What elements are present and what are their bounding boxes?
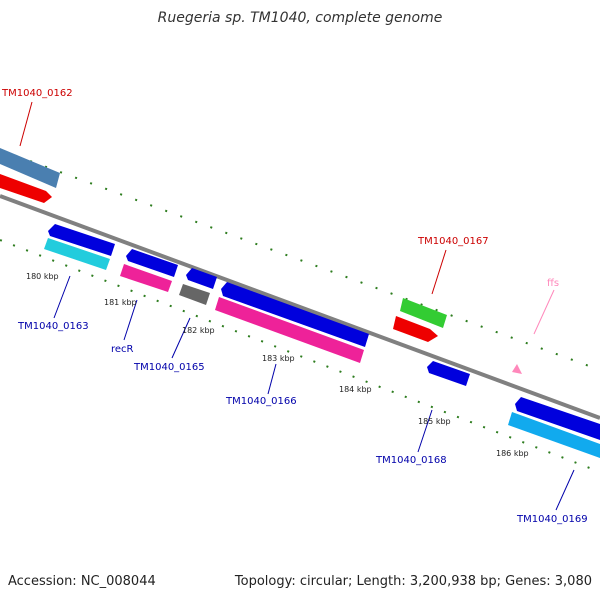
kbp-label-184: 184 kbp: [339, 385, 372, 394]
label-tm1040-0168[interactable]: TM1040_0168: [375, 455, 447, 466]
inner-tick-track: [0, 239, 600, 473]
kbp-label-182: 182 kbp: [182, 326, 215, 335]
gene-recr-blue[interactable]: [126, 249, 178, 277]
gene-tm1040-0169-blue[interactable]: [515, 397, 600, 440]
gene-labels: TM1040_0162 TM1040_0163 recR TM1040_0165…: [1, 88, 588, 525]
kbp-labels: 180 kbp 181 kbp 182 kbp 183 kbp 184 kbp …: [26, 272, 529, 458]
gene-tm1040-0163[interactable]: [48, 224, 115, 256]
gene-tm1040-0167-green[interactable]: [400, 298, 447, 328]
gene-tm1040-0165-blue[interactable]: [186, 268, 217, 289]
gene-tm1040-0162[interactable]: [0, 174, 52, 203]
gene-tm1040-0166-blue[interactable]: [221, 282, 369, 347]
gene-tm1040-0169[interactable]: [508, 412, 600, 458]
genome-backbone: [0, 194, 600, 420]
map-title: Ruegeria sp. TM1040, complete genome: [157, 10, 443, 26]
kbp-label-185: 185 kbp: [418, 417, 451, 426]
label-tm1040-0166[interactable]: TM1040_0166: [225, 396, 297, 407]
gene-recr[interactable]: [120, 264, 172, 292]
kbp-label-183: 183 kbp: [262, 354, 295, 363]
kbp-label-186: 186 kbp: [496, 449, 529, 458]
gene-tm1040-0168[interactable]: [427, 361, 470, 386]
label-tm1040-0163[interactable]: TM1040_0163: [17, 321, 89, 332]
kbp-label-181: 181 kbp: [104, 298, 137, 307]
gene-tm1040-0167[interactable]: [393, 316, 438, 342]
label-tm1040-0162[interactable]: TM1040_0162: [1, 88, 73, 99]
genome-summary-text: Topology: circular; Length: 3,200,938 bp…: [234, 574, 592, 589]
gene-ffs[interactable]: [512, 364, 522, 374]
gene-tm1040-0165[interactable]: [179, 284, 210, 305]
gene-tm1040-0163-cyan[interactable]: [44, 238, 110, 270]
label-recr[interactable]: recR: [111, 344, 134, 355]
gene-tm1040-0166[interactable]: [215, 297, 364, 363]
label-tm1040-0165[interactable]: TM1040_0165: [133, 362, 205, 373]
gene-tm1040-0162-top[interactable]: [0, 148, 60, 188]
leader-lines: [19, 101, 575, 511]
kbp-label-180: 180 kbp: [26, 272, 59, 281]
label-tm1040-0169[interactable]: TM1040_0169: [516, 514, 588, 525]
label-ffs[interactable]: ffs: [547, 278, 559, 289]
label-tm1040-0167[interactable]: TM1040_0167: [417, 236, 489, 247]
accession-text: Accession: NC_008044: [8, 574, 156, 589]
